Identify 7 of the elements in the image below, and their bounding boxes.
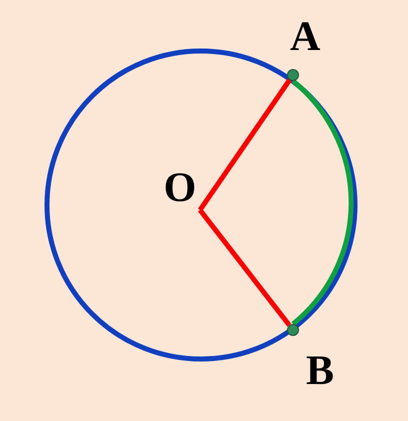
- point-label: B: [306, 350, 334, 392]
- point-label: O: [160, 166, 200, 210]
- radius-line: [198, 78, 292, 212]
- radius-line: [198, 208, 292, 327]
- point-label: A: [290, 16, 320, 58]
- arc: [291, 79, 354, 326]
- point: [287, 69, 299, 81]
